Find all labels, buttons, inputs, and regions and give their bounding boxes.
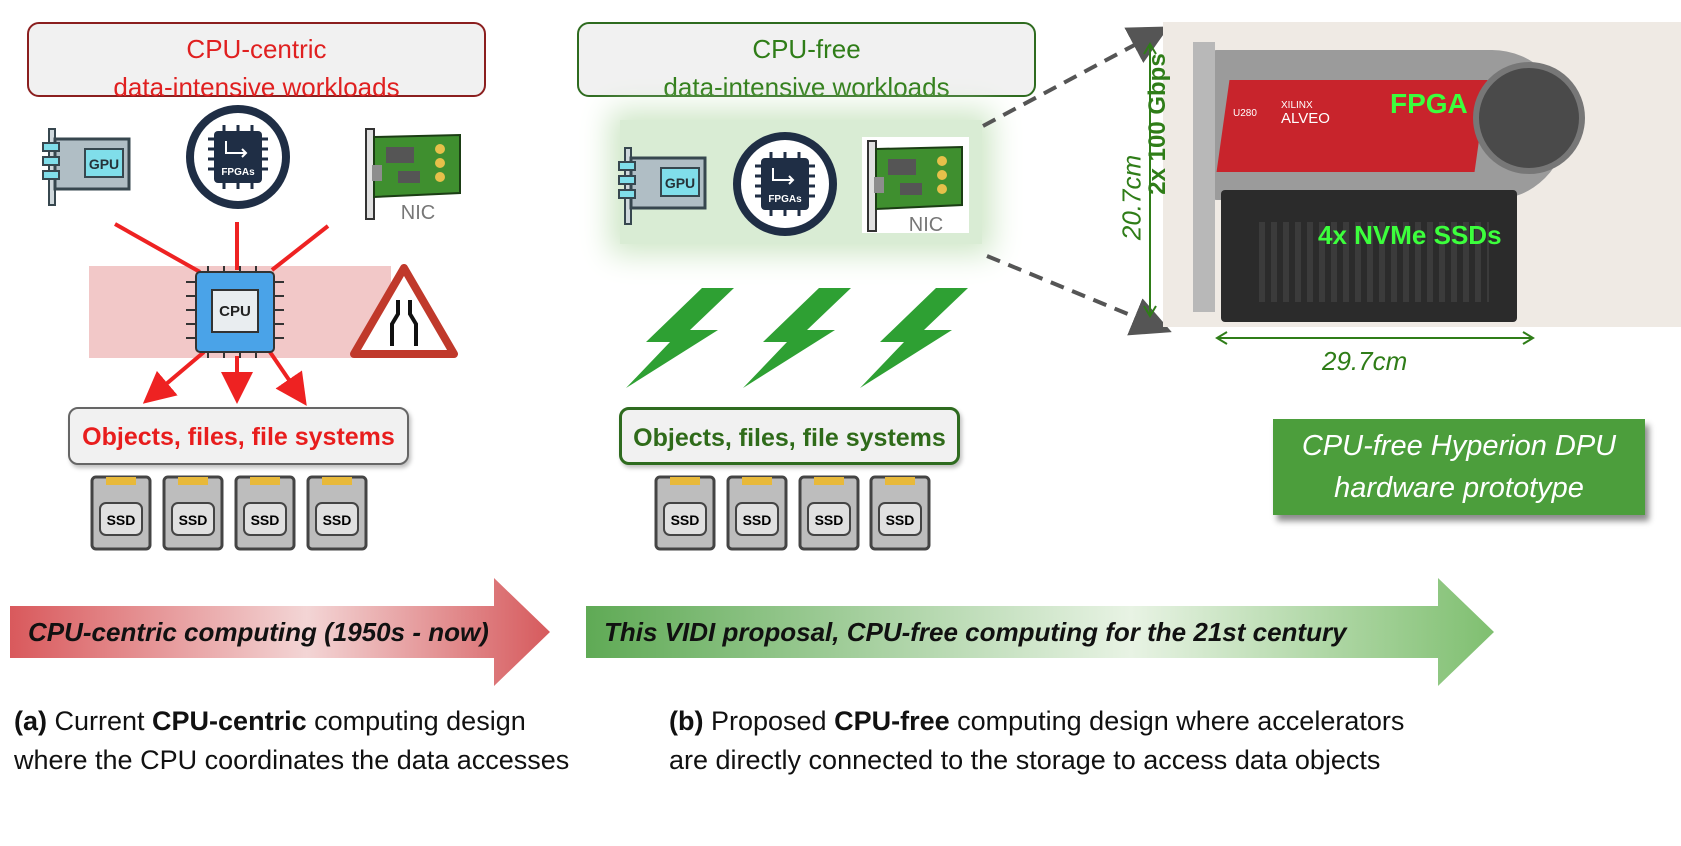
width-dimension-arrow (1215, 331, 1535, 345)
ssd-icon: SSD (869, 475, 931, 551)
ssd-label: SSD (251, 512, 280, 528)
ssd-label: SSD (179, 512, 208, 528)
caption-a-text2: computing design (306, 706, 526, 736)
cpu-icon: CPU (186, 266, 284, 358)
cpu-data-flow-arrows (114, 222, 330, 406)
fpga-icon-label: FPGAs (768, 194, 802, 205)
caption-b-line2: are directly connected to the storage to… (669, 745, 1381, 775)
caption-b: (b) Proposed CPU-free computing design w… (669, 702, 1404, 780)
gpu-icon: GPU (42, 128, 131, 206)
cpu-icon-label: CPU (219, 303, 251, 320)
nvme-board-grid (1259, 222, 1489, 302)
caption-a-line1: (a) Current CPU-centric computing design (14, 702, 569, 741)
fpga-icon: FPGAs (186, 105, 290, 209)
ssd-label: SSD (815, 512, 844, 528)
caption-a-bold: CPU-centric (152, 706, 307, 736)
nvme-ssd-photo-label: 4x NVMe SSDs (1318, 220, 1502, 250)
caption-b-text1: Proposed (703, 706, 835, 736)
gpu-icon-label: GPU (665, 175, 695, 191)
height-dimension-label: 20.7cm (1116, 154, 1147, 241)
caption-a-line2: where the CPU coordinates the data acces… (14, 745, 570, 775)
card-vendor-text: XILINX (1281, 100, 1313, 111)
card-brand-text: ALVEO (1281, 110, 1330, 127)
cpu-centric-timeline-text: CPU-centric computing (1950s - now) (28, 617, 489, 647)
cpu-free-timeline-text: This VIDI proposal, CPU-free computing f… (604, 617, 1347, 647)
ssd-icon: SSD (234, 475, 296, 551)
lightning-icon (860, 288, 968, 388)
nic-icon: NIC (867, 140, 963, 236)
fpga-card-fan (1473, 62, 1585, 174)
gpu-icon: GPU (618, 147, 707, 225)
ssd-label: SSD (886, 512, 915, 528)
fpga-icon: FPGAs (733, 132, 837, 236)
lightning-icon (743, 288, 851, 388)
fpga-photo-label: FPGA (1390, 88, 1468, 119)
ssd-icon: SSD (162, 475, 224, 551)
ssd-icon: SSD (306, 475, 368, 551)
cpu-centric-title-box: CPU-centric data-intensive workloads (27, 22, 486, 102)
cpu-centric-timeline-arrow (10, 578, 550, 686)
road-narrows-warning-icon (350, 264, 458, 358)
caption-a: (a) Current CPU-centric computing design… (14, 702, 569, 780)
fpga-icon-label: FPGAs (221, 167, 255, 178)
ssd-label: SSD (323, 512, 352, 528)
ssd-icon: SSD (90, 475, 152, 551)
caption-b-line1: (b) Proposed CPU-free computing design w… (669, 702, 1404, 741)
lightning-icon (626, 288, 734, 388)
ssd-label: SSD (743, 512, 772, 528)
caption-b-text2: computing design where accelerators (949, 706, 1405, 736)
card-model-text: U280 (1233, 108, 1257, 119)
cpu-centric-title-line1: CPU-centric (186, 34, 327, 64)
pcie-bracket (1193, 42, 1215, 312)
dpu-label-line2: hardware prototype (1334, 472, 1584, 504)
ssd-icon: SSD (654, 475, 716, 551)
dpu-label-line1: CPU-free Hyperion DPU (1301, 430, 1617, 462)
hardware-photo: XILINX ALVEO U280 (1163, 22, 1681, 327)
cpu-free-timeline-arrow (586, 578, 1494, 686)
zoom-dashed-arrows (982, 26, 1172, 336)
caption-b-prefix: (b) (669, 706, 704, 736)
caption-b-bold: CPU-free (834, 706, 950, 736)
cpu-free-title-line2: data-intensive workloads (663, 72, 950, 102)
caption-a-text1: Current (47, 706, 153, 736)
nic-icon-label: NIC (401, 202, 435, 224)
ssd-label: SSD (107, 512, 136, 528)
nic-icon-label: NIC (909, 214, 943, 236)
ssd-label: SSD (671, 512, 700, 528)
width-dimension-label: 29.7cm (1322, 346, 1408, 376)
nic-icon: NIC (365, 128, 461, 224)
ssd-icon: SSD (726, 475, 788, 551)
objects-files-box-middle: Objects, files, file systems (619, 407, 960, 465)
caption-a-prefix: (a) (14, 706, 47, 736)
cpu-centric-title-line2: data-intensive workloads (113, 72, 400, 102)
cpu-free-title-box: CPU-free data-intensive workloads (577, 22, 1036, 102)
cpu-free-title-line1: CPU-free (752, 34, 861, 64)
gpu-icon-label: GPU (89, 156, 119, 172)
dpu-prototype-label-box: CPU-free Hyperion DPU hardware prototype (1273, 419, 1645, 515)
objects-files-box-left: Objects, files, file systems (68, 407, 409, 465)
height-dimension-arrow (1143, 42, 1157, 318)
ssd-icon: SSD (798, 475, 860, 551)
